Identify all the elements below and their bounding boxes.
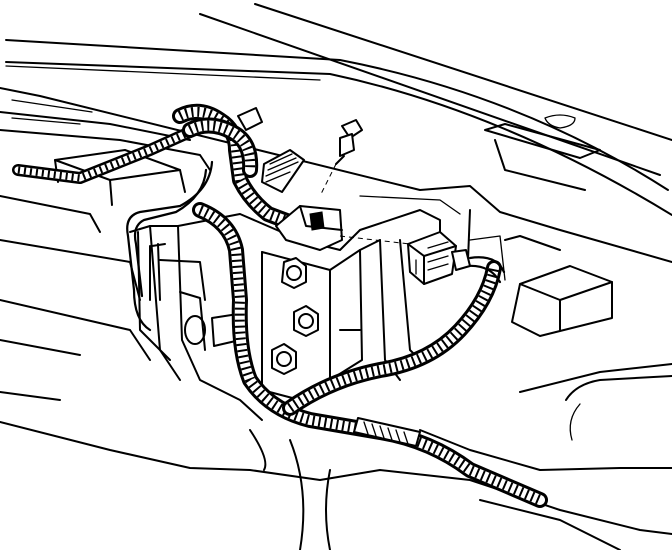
nut-icon [281,257,307,289]
nut-icon [271,343,297,375]
mounting-bracket [129,209,441,421]
clip-icon [237,107,305,193]
connector-icon [275,205,411,251]
guide-lines [359,195,506,281]
wiring-harness [12,103,548,508]
mounting-nuts [271,257,319,375]
nut-icon [293,305,319,337]
push-pin-icon [319,119,363,197]
module-block [467,209,613,337]
windshield-lines [5,3,672,216]
electrical-connector [407,231,471,285]
